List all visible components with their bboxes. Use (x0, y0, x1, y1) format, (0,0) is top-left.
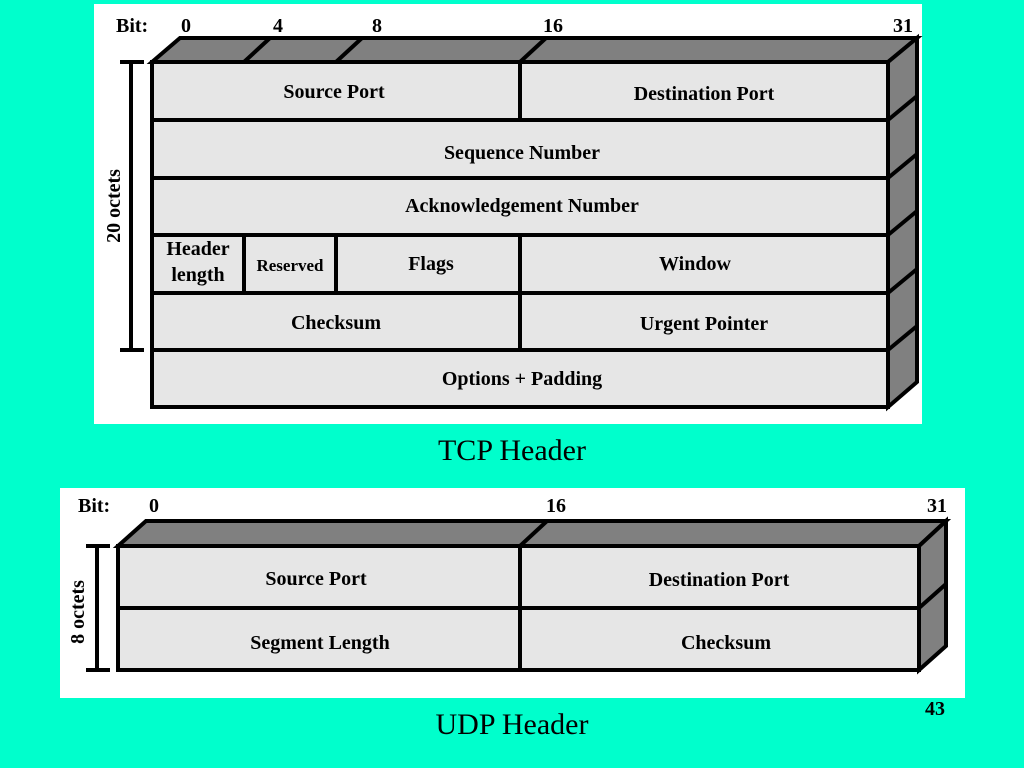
tcp-source-port: Source Port (283, 81, 385, 103)
udp-caption: UDP Header (435, 708, 589, 741)
tcp-size-label: 20 octets (103, 169, 125, 243)
udp-bit-marker-16: 16 (546, 495, 566, 517)
udp-destination-port: Destination Port (649, 569, 790, 591)
udp-top-divider-16 (518, 519, 549, 548)
tcp-caption: TCP Header (437, 434, 586, 467)
udp-bit-prefix: Bit: (78, 495, 110, 517)
udp-checksum: Checksum (681, 632, 771, 654)
tcp-reserved: Reserved (256, 256, 324, 275)
udp-diagram-svg: Bit: 0 16 31 8 octets Source Port Destin… (67, 495, 952, 675)
tcp-header-diagram: Bit: 0 4 8 16 31 20 octets Source Port D… (94, 4, 923, 424)
tcp-flags: Flags (408, 253, 454, 275)
tcp-bit-marker-16: 16 (543, 15, 563, 37)
udp-source-port: Source Port (265, 568, 367, 590)
tcp-sequence-number: Sequence Number (444, 142, 600, 164)
tcp-options-padding: Options + Padding (442, 368, 602, 390)
page-number: 43 (925, 698, 945, 720)
tcp-bit-marker-4: 4 (273, 15, 283, 37)
tcp-bit-marker-8: 8 (372, 15, 382, 37)
tcp-top-divider-4 (242, 36, 272, 64)
tcp-top-divider-16 (518, 36, 548, 64)
udp-bit-marker-0: 0 (149, 495, 159, 517)
udp-segment-length: Segment Length (250, 632, 389, 654)
udp-bit-marker-31: 31 (927, 495, 947, 517)
udp-size-label: 8 octets (67, 580, 89, 644)
tcp-bit-marker-31: 31 (893, 15, 913, 37)
tcp-top-divider-8 (334, 36, 364, 64)
tcp-acknowledgement-number: Acknowledgement Number (405, 195, 639, 217)
tcp-window: Window (659, 253, 731, 275)
tcp-checksum: Checksum (291, 312, 381, 334)
tcp-destination-port: Destination Port (634, 83, 775, 105)
tcp-diagram-svg: Bit: 0 4 8 16 31 20 octets Source Port D… (103, 15, 923, 412)
tcp-urgent-pointer: Urgent Pointer (640, 313, 768, 335)
udp-header-diagram: Bit: 0 16 31 8 octets Source Port Destin… (60, 488, 965, 698)
tcp-bit-marker-0: 0 (181, 15, 191, 37)
tcp-bit-prefix: Bit: (116, 15, 148, 37)
